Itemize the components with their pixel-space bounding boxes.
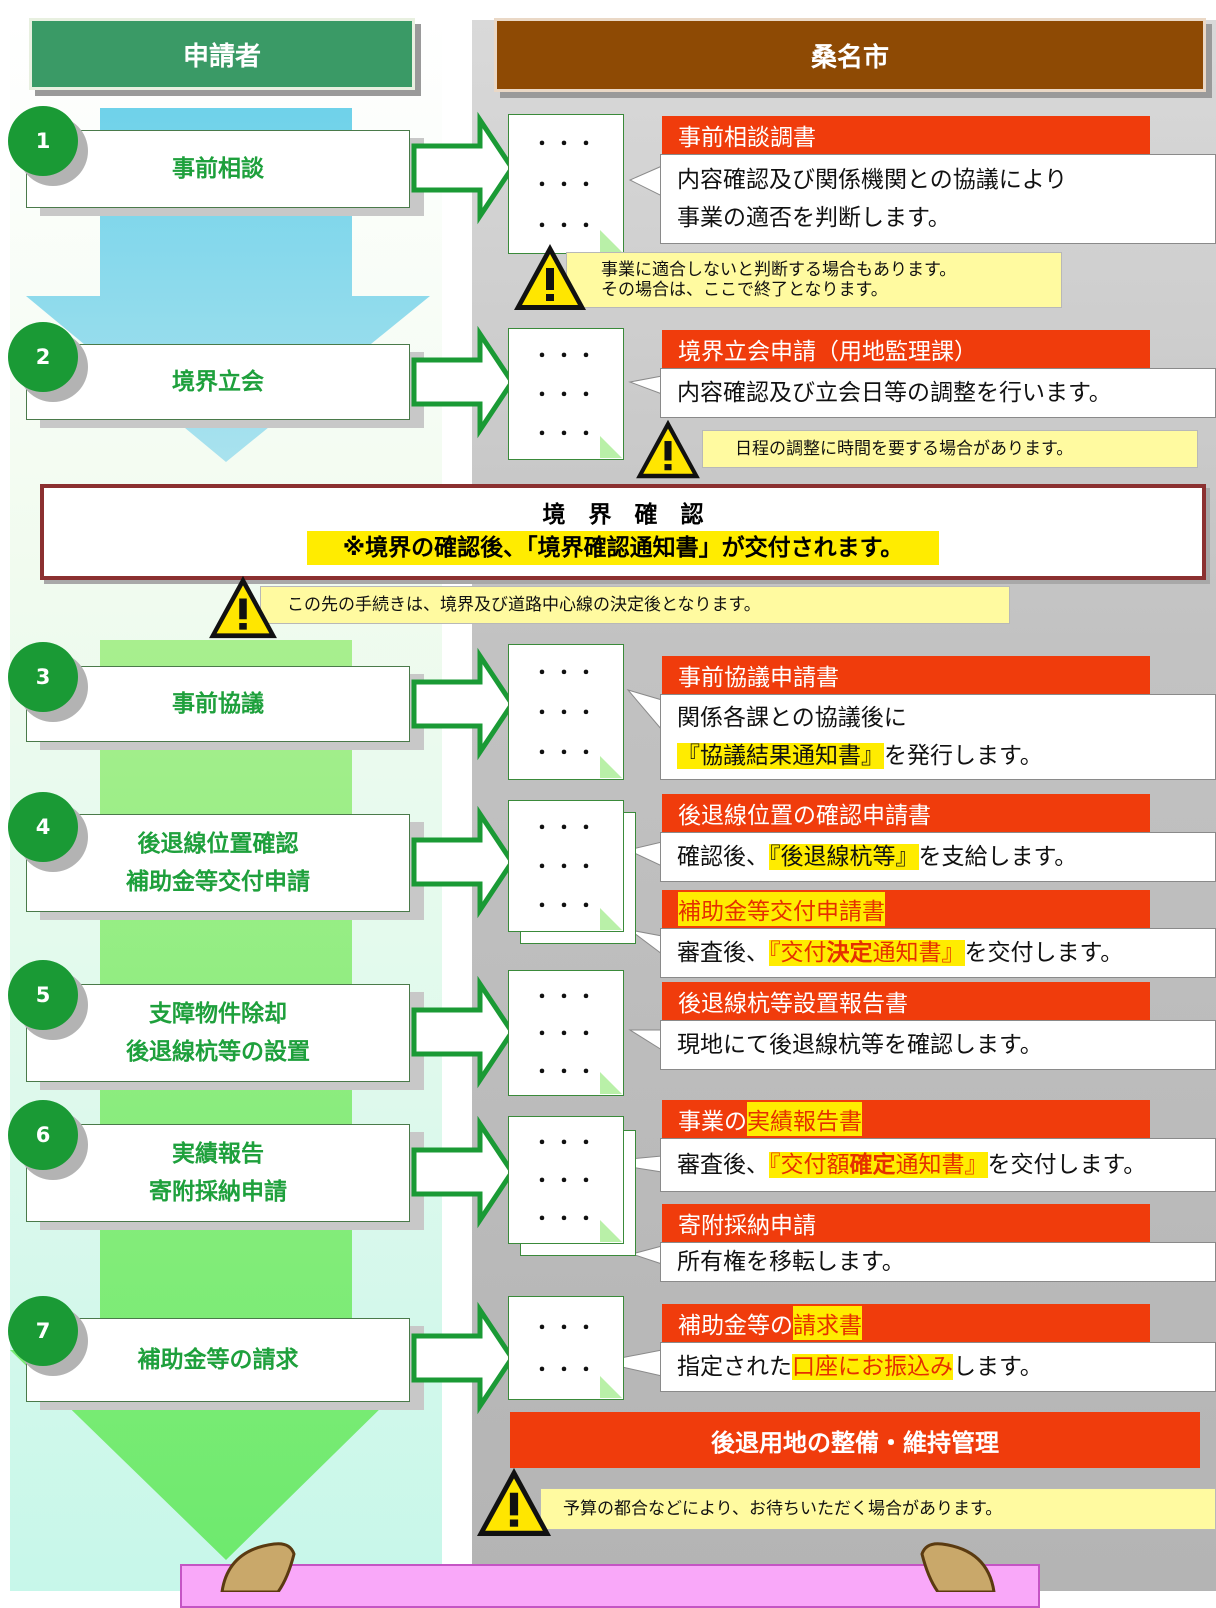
s4a-title: 後退線位置の確認申請書: [662, 794, 1150, 832]
s7-text: 指定された口座にお振込みします。: [660, 1342, 1216, 1392]
doc-icon-1: ・・・・・・・・・: [508, 114, 624, 254]
s4a-text: 確認後、『後退線杭等』を支給します。: [660, 832, 1216, 882]
step-3-label: 事前協議: [172, 691, 264, 717]
step-6-label-2: 寄附採納申請: [149, 1179, 287, 1205]
step-1-badge: 1: [8, 106, 78, 176]
doc-fold-icon: [600, 1376, 622, 1398]
step-6-box: 実績報告 寄附採納申請: [26, 1124, 410, 1222]
step-3-badge: 3: [8, 642, 78, 712]
step-1-box: 事前相談: [26, 130, 410, 208]
doc-fold-icon: [600, 908, 622, 930]
arrow-step-3: [411, 647, 516, 761]
step-6-badge: 6: [8, 1100, 78, 1170]
s1-title: 事前相談調書: [662, 116, 1150, 154]
step-7-label: 補助金等の請求: [137, 1347, 299, 1373]
step-6-label-1: 実績報告: [172, 1141, 264, 1167]
warning-note-3: この先の手続きは、境界及び道路中心線の決定後となります。: [260, 586, 1010, 624]
s3-text: 関係各課との協議後に 『協議結果通知書』を発行します。: [660, 694, 1216, 780]
maintenance-bar: 後退用地の整備・維持管理: [510, 1412, 1200, 1468]
warning-note-2: 日程の調整に時間を要する場合があります。: [702, 430, 1198, 468]
doc-fold-icon: [600, 756, 622, 778]
step-1-label: 事前相談: [172, 156, 264, 182]
arrow-step-7: [411, 1301, 516, 1415]
s6a-text: 審査後、『交付額確定通知書』を交付します。: [660, 1138, 1216, 1192]
s1-text: 内容確認及び関係機関との協議により 事業の適否を判断します。: [660, 154, 1216, 244]
arrow-step-1: [411, 111, 516, 225]
warning-icon: [514, 244, 586, 310]
boundary-subtitle: ※境界の確認後、「境界確認通知書」が交付されます。: [306, 531, 940, 565]
step-4-badge: 4: [8, 792, 78, 862]
step-2-label: 境界立会: [172, 369, 264, 395]
step-5-box: 支障物件除却 後退線杭等の設置: [26, 984, 410, 1082]
s6b-text: 所有権を移転します。: [660, 1242, 1216, 1282]
arrow-step-5: [411, 975, 516, 1089]
arrow-step-4: [411, 805, 516, 919]
city-header: 桑名市: [494, 18, 1206, 92]
s4b-title: 補助金等交付申請書: [662, 890, 1150, 928]
step-3-box: 事前協議: [26, 666, 410, 742]
s7-title: 補助金等の請求書: [662, 1304, 1150, 1342]
s6a-title: 事業の実績報告書: [662, 1100, 1150, 1138]
doc-icon-2: ・・・・・・・・・: [508, 328, 624, 460]
s5-text: 現地にて後退線杭等を確認します。: [660, 1020, 1216, 1070]
bottom-banner: [180, 1564, 1040, 1608]
boundary-confirmation-banner: 境 界 確 認 ※境界の確認後、「境界確認通知書」が交付されます。: [40, 484, 1206, 580]
step-5-label-2: 後退線杭等の設置: [126, 1039, 310, 1065]
doc-fold-icon: [600, 1220, 622, 1242]
step-2-badge: 2: [8, 322, 78, 392]
warning-icon: [209, 575, 277, 639]
arrow-step-6: [411, 1115, 516, 1229]
step-4-label-1: 後退線位置確認: [137, 831, 299, 857]
doc-fold-icon: [600, 230, 622, 252]
step-2-box: 境界立会: [26, 344, 410, 420]
step-5-badge: 5: [8, 960, 78, 1030]
applicant-header: 申請者: [29, 18, 415, 90]
doc-fold-icon: [600, 436, 622, 458]
step-7-box: 補助金等の請求: [26, 1318, 410, 1402]
s3-title: 事前協議申請書: [662, 656, 1150, 694]
s2-title: 境界立会申請（用地監理課）: [662, 330, 1150, 368]
s5-title: 後退線杭等設置報告書: [662, 982, 1150, 1020]
doc-fold-icon: [600, 1072, 622, 1094]
step-7-badge: 7: [8, 1296, 78, 1366]
warning-icon: [636, 419, 700, 479]
doc-icon-3: ・・・・・・・・・: [508, 644, 624, 780]
s6b-title: 寄附採納申請: [662, 1204, 1150, 1242]
s2-text: 内容確認及び立会日等の調整を行います。: [660, 368, 1216, 418]
mascot-left-ear-icon: [220, 1542, 296, 1592]
warning-note-1: 事業に適合しないと判断する場合もあります。 その場合は、ここで終了となります。: [566, 252, 1062, 308]
boundary-title: 境 界 確 認: [542, 502, 704, 528]
step-4-label-2: 補助金等交付申請: [126, 869, 310, 895]
warning-note-4: 予算の都合などにより、お待ちいただく場合があります。: [540, 1488, 1216, 1530]
step-4-box: 後退線位置確認 補助金等交付申請: [26, 814, 410, 912]
arrow-step-2: [411, 325, 516, 439]
step-5-label-1: 支障物件除却: [149, 1001, 287, 1027]
mascot-right-ear-icon: [920, 1542, 996, 1592]
s4b-text: 審査後、『交付決定通知書』を交付します。: [660, 928, 1216, 978]
warning-icon: [476, 1468, 552, 1536]
